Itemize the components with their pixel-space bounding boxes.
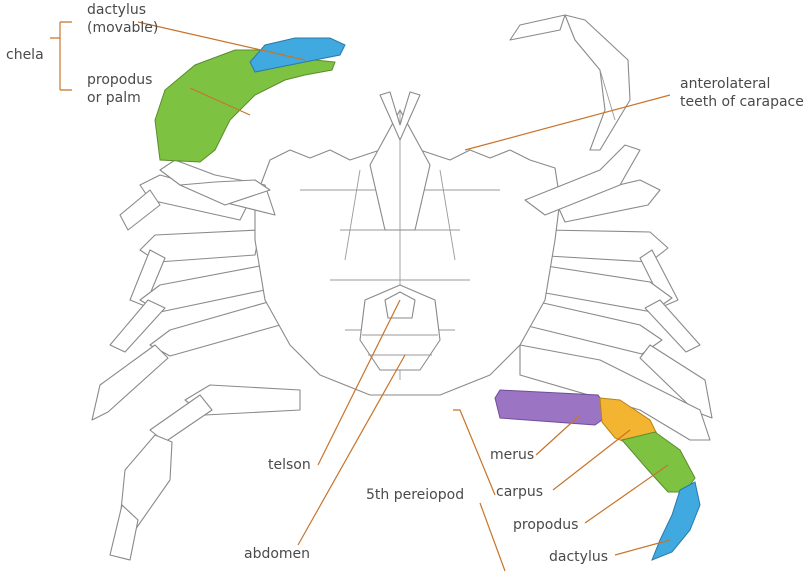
merus-label: merus [490, 447, 534, 464]
propodus-palm-label-line2: or palm [87, 90, 141, 107]
left-chela [155, 38, 345, 162]
dactylus-movable-label-line2: (movable) [87, 20, 158, 37]
fifth-pereiopod-label: 5th pereiopod [366, 487, 464, 504]
propodus-segment [622, 432, 695, 492]
merus-segment [495, 390, 605, 425]
anterolateral-label-line2: teeth of carapace [680, 94, 804, 111]
propodus-palm-label-line1: propodus [87, 72, 152, 89]
left-chela-propodus [155, 50, 335, 162]
abdomen-label: abdomen [244, 546, 310, 563]
chela-label: chela [6, 47, 44, 64]
carpus-label: carpus [496, 484, 543, 501]
dactylus-movable-label-line1: dactylus [87, 2, 146, 19]
anterolateral-label-line1: anterolateral [680, 76, 770, 93]
telson-label: telson [268, 457, 311, 474]
dactylus-segment [652, 482, 700, 560]
propodus-label: propodus [513, 517, 578, 534]
dactylus-label: dactylus [549, 549, 608, 566]
